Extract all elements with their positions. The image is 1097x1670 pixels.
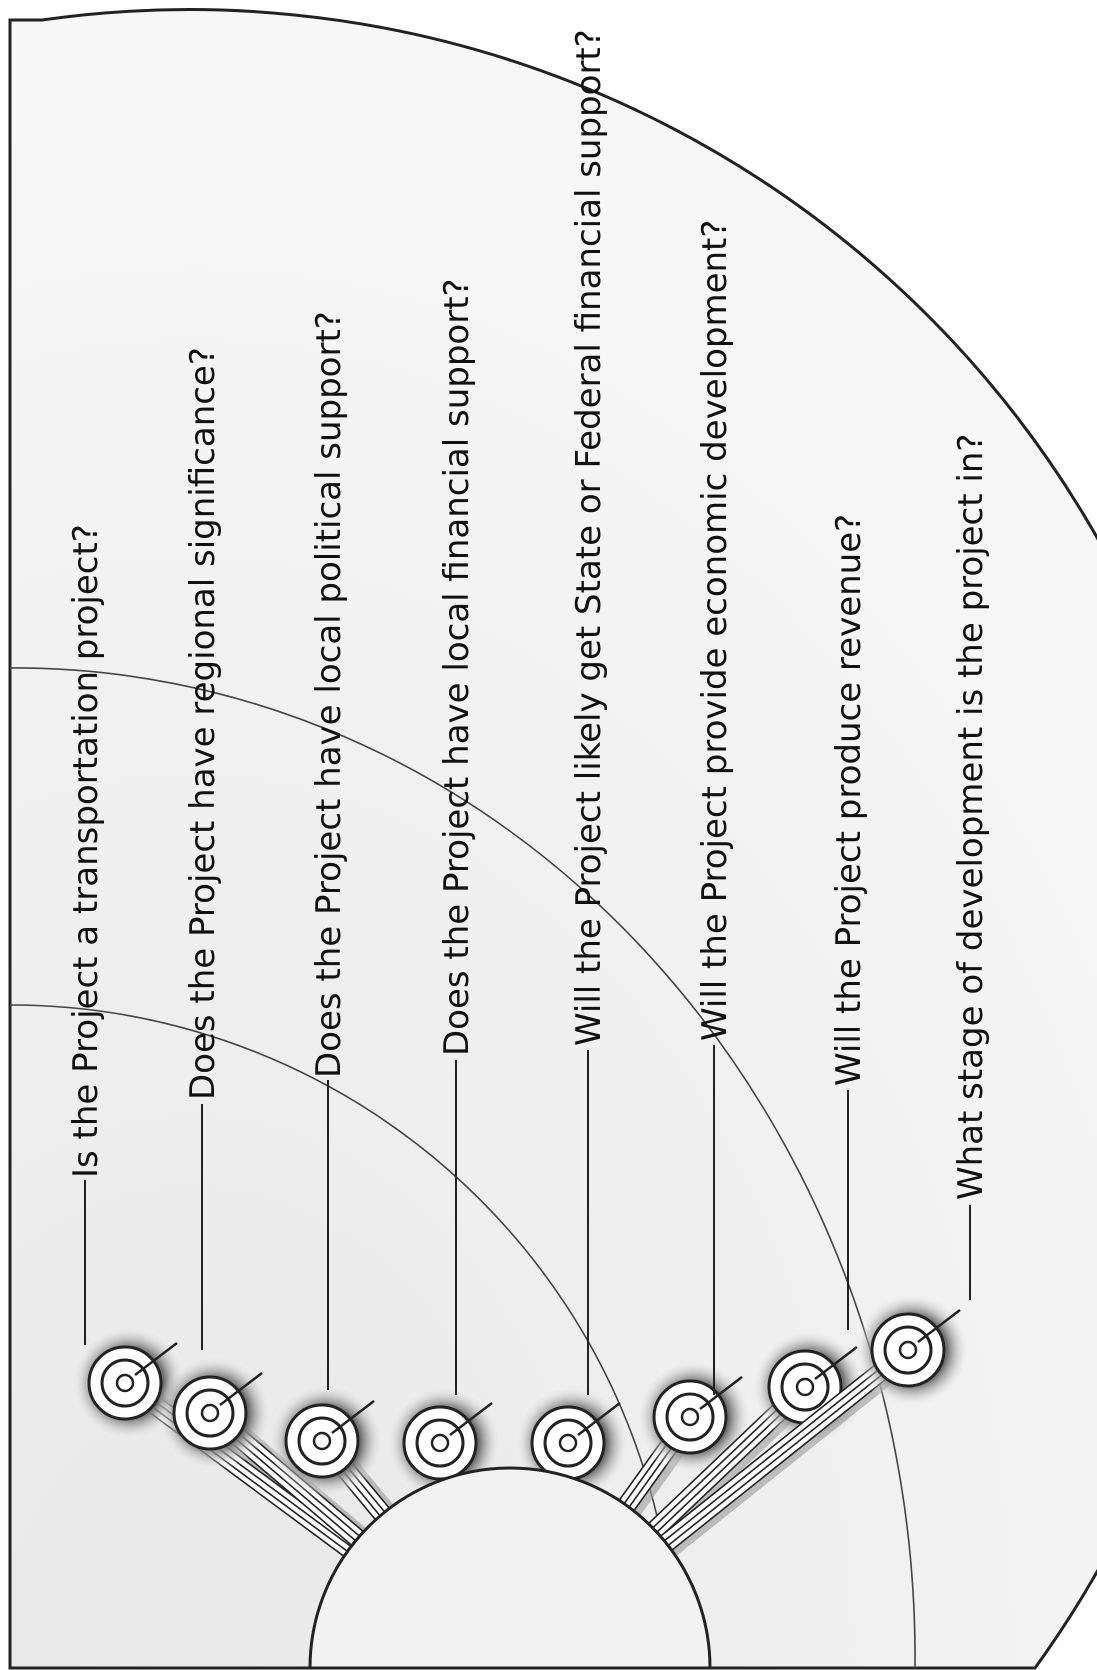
knob-2: [156, 1355, 272, 1471]
question-label-5: Will the Project likely get State or Fed…: [569, 29, 609, 1046]
knob-3: [268, 1383, 384, 1499]
question-label-6: Will the Project provide economic develo…: [695, 220, 735, 1041]
knob-8: [854, 1292, 970, 1408]
question-label-3: Does the Project have local political su…: [309, 311, 349, 1078]
question-label-2: Does the Project have regional significa…: [183, 347, 223, 1100]
question-label-7: Will the Project produce revenue?: [829, 514, 869, 1086]
question-label-4: Does the Project have local financial su…: [437, 278, 477, 1056]
question-label-8: What stage of development is the project…: [951, 434, 991, 1200]
question-label-1: Is the Project a transportation project?: [66, 524, 106, 1178]
